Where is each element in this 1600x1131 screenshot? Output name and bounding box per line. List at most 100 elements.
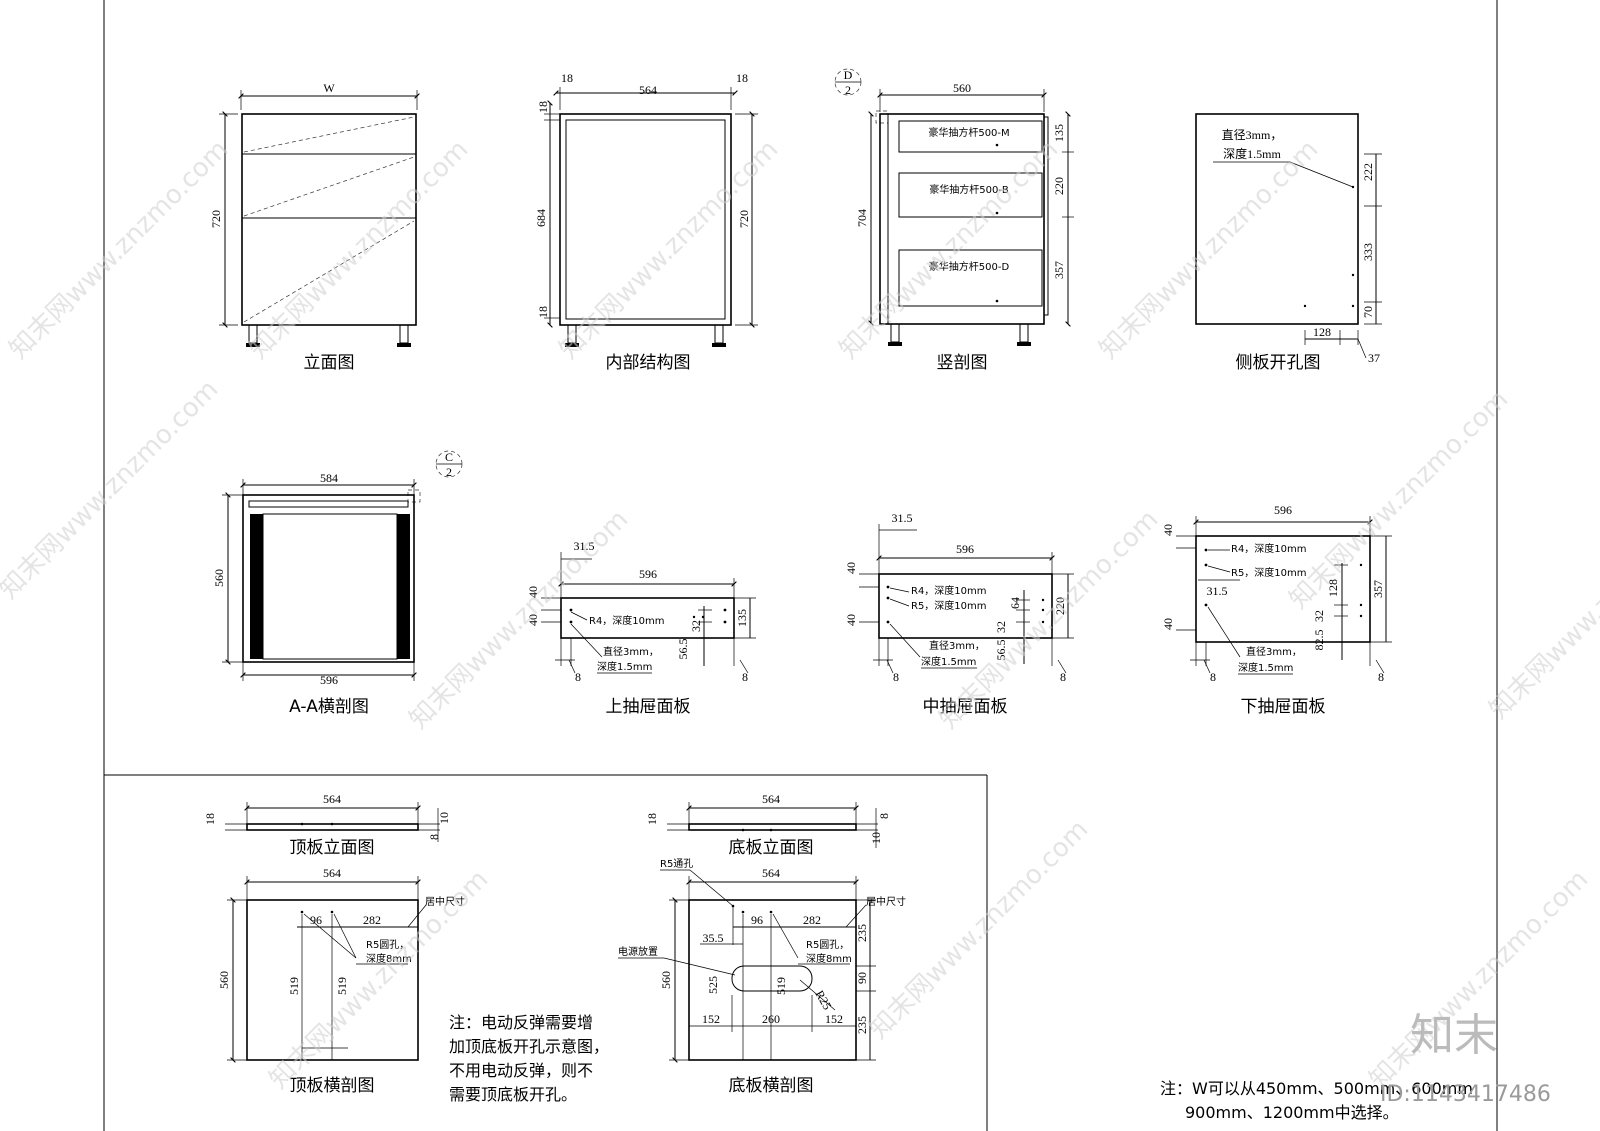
- lower-title: 下抽屉面板: [1241, 697, 1326, 717]
- middle-dim-40a: 40: [844, 562, 858, 574]
- aa-height-dim: 560: [212, 569, 226, 587]
- side-note-diameter: 直径3mm，: [1222, 128, 1283, 142]
- bot-plan-center-note: 居中尺寸: [866, 895, 906, 908]
- upper-drawer-panel-view: 31.5 596 40 40 R4，深度10mm 直径3mm， 深度1.5mm …: [526, 539, 756, 717]
- middle-bottom-left-dim: 8: [893, 670, 899, 684]
- watermark-text: 知末网www.znzmo.com: [554, 134, 785, 365]
- bot-plan-dim-90: 90: [855, 972, 869, 984]
- lower-width-dim: 596: [1274, 503, 1292, 517]
- upper-dim-40a: 40: [526, 586, 540, 598]
- bot-plan-dim-260: 260: [762, 1012, 780, 1026]
- watermark-logo: 知末: [1410, 1010, 1498, 1061]
- upper-dim-40b: 40: [526, 614, 540, 626]
- vertical-rail-top: 豪华抽方杆500-M: [928, 126, 1009, 139]
- lower-dim-82-5: 82.5: [1312, 630, 1326, 651]
- middle-dim-32: 32: [994, 621, 1008, 633]
- notes: 注：电动反弹需要增 加顶底板开孔示意图， 不用电动反弹，则不 需要顶底板开孔。 …: [449, 1013, 1473, 1122]
- bot-elev-right-dim-a: 8: [877, 813, 891, 819]
- internal-left-height-dim: 684: [534, 209, 548, 227]
- middle-dim-40b: 40: [844, 614, 858, 626]
- bot-elev-width-dim: 564: [762, 792, 780, 806]
- internal-structure-view: 18 564 18 18 684 18 720 内部结构图: [534, 71, 758, 373]
- middle-note-diameter: 直径3mm，: [929, 639, 985, 652]
- middle-bottom-right-dim: 8: [1060, 670, 1066, 684]
- bot-plan-dim-519: 519: [774, 977, 788, 995]
- top-plan-dim-519a: 519: [287, 977, 301, 995]
- internal-top-right-dim: 18: [736, 71, 748, 85]
- middle-dim-64: 64: [1008, 597, 1022, 609]
- upper-dim-56-5: 56.5: [676, 639, 690, 660]
- lower-offset-dim: 31.5: [1207, 584, 1228, 598]
- lower-note-diameter: 直径3mm，: [1246, 645, 1302, 658]
- lower-dim-40b: 40: [1161, 618, 1175, 630]
- top-plan-height-dim: 560: [217, 971, 231, 989]
- watermark-layer: 知末网www.znzmo.com 知末网www.znzmo.com 知末网www…: [0, 134, 1600, 1107]
- upper-note-depth: 深度1.5mm: [597, 660, 652, 673]
- note-left-line-3: 不用电动反弹，则不: [449, 1061, 593, 1080]
- upper-offset-dim: 31.5: [574, 539, 595, 553]
- lower-drawer-panel-view: 596 40 40 R4，深度10mm R5，深度10mm 31.5 直径3mm…: [1161, 503, 1392, 717]
- bot-plan-height-dim: 560: [659, 971, 673, 989]
- note-left-line-4: 需要顶底板开孔。: [449, 1085, 577, 1104]
- bot-elev-right-dim-b: 10: [869, 832, 883, 844]
- top-plan-width-dim: 564: [323, 866, 341, 880]
- lower-bottom-right-dim: 8: [1378, 670, 1384, 684]
- side-bottom-right-dim: 37: [1368, 351, 1380, 365]
- bot-plan-dim-235b: 235: [855, 1016, 869, 1034]
- internal-left-top-dim: 18: [536, 101, 550, 113]
- note-left-line-2: 加顶底板开孔示意图，: [449, 1037, 609, 1056]
- lower-dim-128: 128: [1326, 579, 1340, 597]
- watermark-text: 知末网www.znzmo.com: [4, 134, 235, 365]
- top-plan-dim-96: 96: [310, 913, 322, 927]
- vertical-section-view: D 2 560 704 豪华抽方杆500-M 豪华抽方杆500-B 豪华抽方杆5…: [834, 68, 1074, 373]
- aa-top-dim: 584: [320, 471, 338, 485]
- bot-plan-width-dim: 564: [762, 866, 780, 880]
- lower-bottom-left-dim: 8: [1210, 670, 1216, 684]
- top-plan-center-note: 居中尺寸: [425, 895, 465, 908]
- watermark-text: 知末网www.znzmo.com: [864, 814, 1095, 1045]
- elevation-view: W 720 立面图: [209, 81, 420, 373]
- middle-r5-note: R5，深度10mm: [911, 599, 987, 612]
- internal-right-height-dim: 720: [737, 210, 751, 228]
- vertical-dim-135: 135: [1052, 124, 1066, 142]
- top-elev-left-dim: 18: [203, 813, 217, 825]
- bot-plan-dim-152b: 152: [825, 1012, 843, 1026]
- internal-left-bottom-dim: 18: [536, 306, 550, 318]
- middle-note-depth: 深度1.5mm: [921, 655, 976, 668]
- watermark-text: 知末网www.znzmo.com: [0, 374, 224, 605]
- aa-marker-letter: C: [445, 450, 453, 464]
- vertical-marker-letter: D: [844, 68, 853, 82]
- middle-drawer-panel-view: 31.5 596 40 40 R4，深度10mm R5，深度10mm 直径3mm…: [844, 511, 1074, 717]
- bot-plan-dim-525: 525: [706, 976, 720, 994]
- upper-width-dim: 596: [639, 567, 657, 581]
- middle-width-dim: 596: [956, 542, 974, 556]
- top-plan-dim-519b: 519: [335, 977, 349, 995]
- watermark-text: 知末网www.znzmo.com: [934, 504, 1165, 735]
- bot-plan-title: 底板横剖图: [729, 1076, 814, 1096]
- top-plan-r5-note: R5圆孔，: [366, 939, 409, 951]
- side-dim-333: 333: [1361, 243, 1375, 261]
- top-plan-depth-note: 深度8mm: [366, 952, 412, 965]
- upper-r4-note: R4，深度10mm: [589, 614, 665, 627]
- bot-plan-dim-235a: 235: [855, 924, 869, 942]
- upper-title: 上抽屉面板: [606, 697, 691, 717]
- lower-height-dim: 357: [1371, 580, 1385, 598]
- middle-r4-note: R4，深度10mm: [911, 584, 987, 597]
- watermark-text: 知末网www.znzmo.com: [1284, 384, 1515, 615]
- upper-height-dim: 135: [735, 609, 749, 627]
- note-right-line-2: 900mm、1200mm中选择。: [1185, 1103, 1399, 1122]
- vertical-rail-middle: 豪华抽方杆500-B: [929, 183, 1009, 196]
- bot-plan-dim-282: 282: [803, 913, 821, 927]
- watermark-text: 知末网www.znzmo.com: [244, 134, 475, 365]
- lower-r5-note: R5，深度10mm: [1231, 566, 1307, 579]
- top-elev-right-dim-b: 8: [427, 834, 441, 840]
- middle-height-dim: 220: [1053, 597, 1067, 615]
- vertical-dim-220: 220: [1052, 177, 1066, 195]
- vertical-title: 竖剖图: [937, 353, 988, 373]
- side-note-depth: 深度1.5mm: [1223, 146, 1281, 161]
- upper-note-diameter: 直径3mm，: [603, 645, 659, 658]
- watermark-text: 知末网www.znzmo.com: [1094, 134, 1325, 365]
- bot-plan-power-note: 电源放置: [618, 945, 658, 958]
- side-dim-70: 70: [1361, 306, 1375, 318]
- bot-elev-left-dim: 18: [645, 813, 659, 825]
